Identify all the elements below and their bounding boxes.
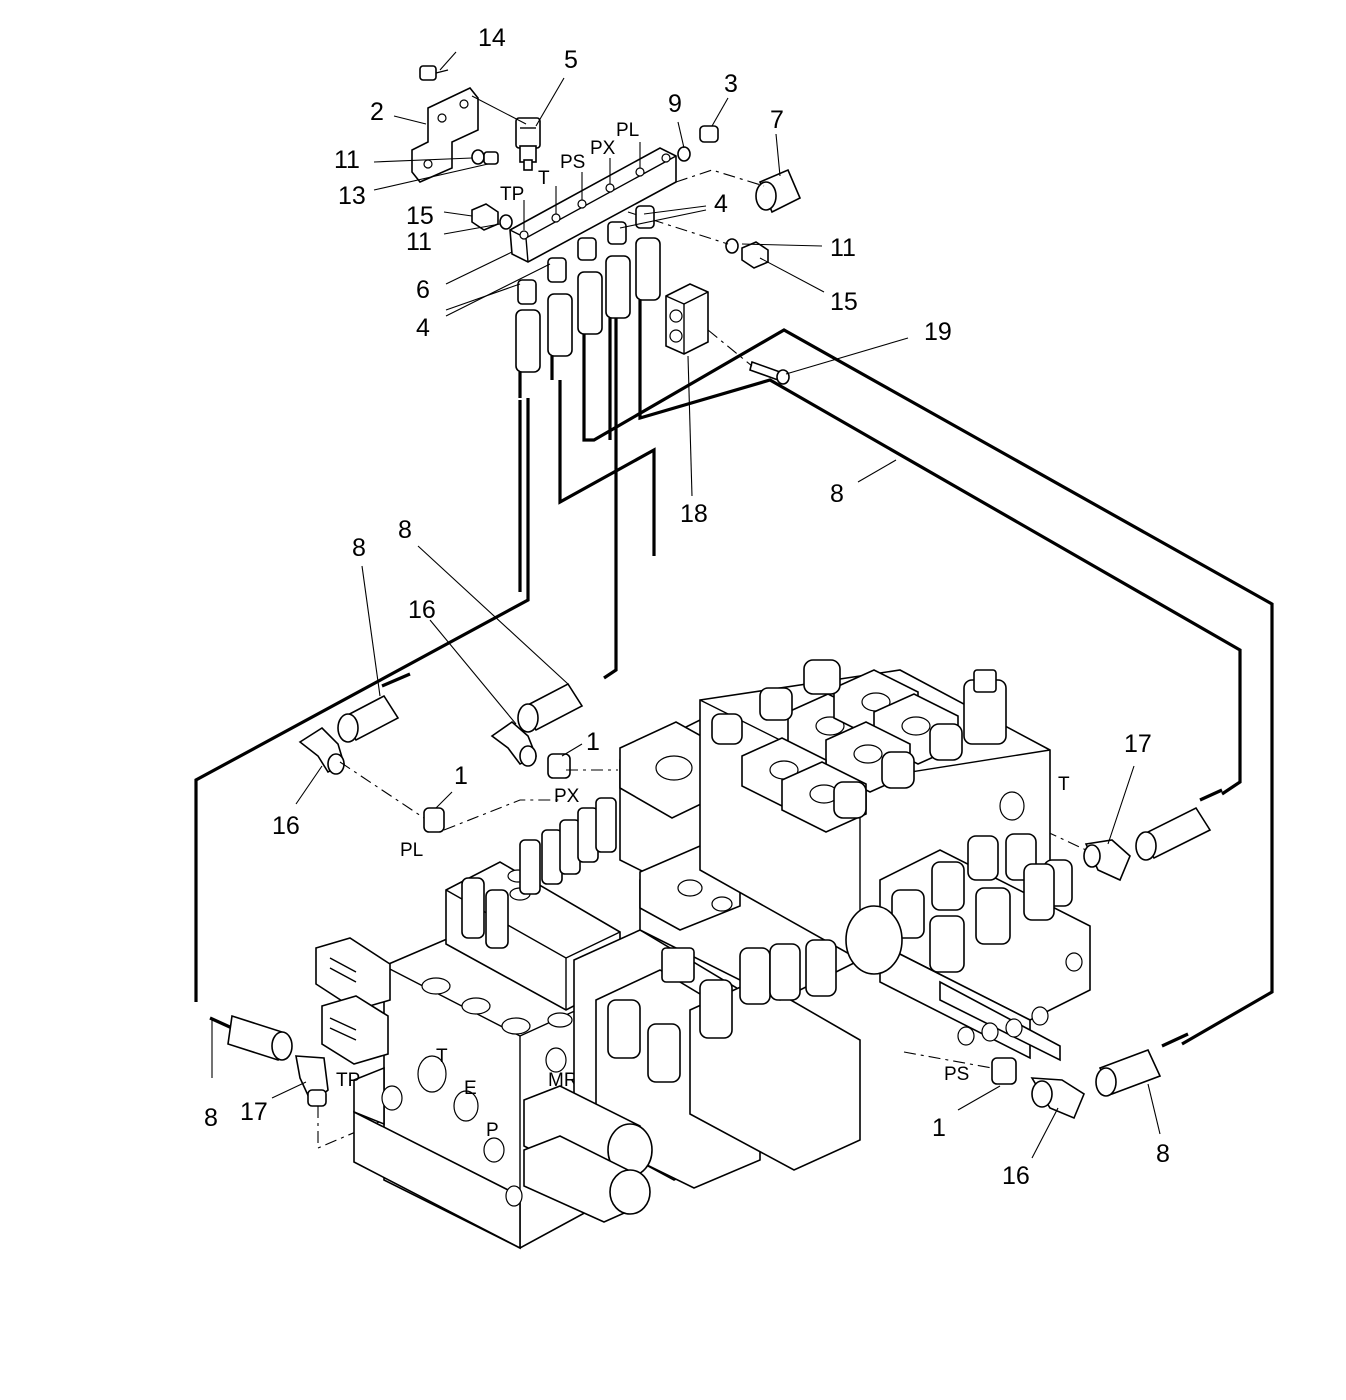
callout-16-bottom-right: 16 bbox=[1002, 1162, 1030, 1190]
callout-4-right: 4 bbox=[714, 190, 728, 218]
callout-14: 14 bbox=[478, 24, 506, 52]
callout-15-left: 15 bbox=[406, 202, 434, 230]
callout-13: 13 bbox=[338, 182, 366, 210]
pressure-switch bbox=[515, 117, 541, 171]
port-label-tp-bottom: TP bbox=[336, 1070, 360, 1091]
port-label-px-mid: PX bbox=[554, 786, 580, 807]
hose-end-fittings bbox=[515, 237, 661, 373]
callout-8-right-upper: 8 bbox=[830, 480, 844, 508]
front-solenoid-coils bbox=[607, 905, 903, 1083]
callout-17-bottom-left: 17 bbox=[240, 1098, 268, 1126]
marking-port-e: E bbox=[464, 1078, 477, 1099]
adapter-fittings bbox=[517, 205, 655, 305]
marking-port-p: P bbox=[486, 1120, 499, 1141]
callout-8-center-upper: 8 bbox=[398, 516, 412, 544]
hydraulic-hoses bbox=[194, 300, 1274, 1048]
callout-5: 5 bbox=[564, 46, 578, 74]
callout-19: 19 bbox=[924, 318, 952, 346]
screw-14 bbox=[419, 65, 449, 81]
port-label-tp-top: TP bbox=[500, 184, 524, 205]
port-labels: PL PX PS T TP PX PL T TP PS bbox=[336, 120, 1070, 1091]
callout-7: 7 bbox=[770, 106, 784, 134]
callout-15-right: 15 bbox=[830, 288, 858, 316]
port-label-t-top: T bbox=[538, 168, 550, 189]
callout-9: 9 bbox=[668, 90, 682, 118]
leader-lines bbox=[211, 51, 1161, 1159]
hose-clamp bbox=[665, 283, 709, 355]
callout-1-pl: 1 bbox=[454, 762, 468, 790]
port-label-pl-top: PL bbox=[616, 120, 639, 141]
port-label-t-right: T bbox=[1058, 774, 1070, 795]
callout-18: 18 bbox=[680, 500, 708, 528]
callout-6: 6 bbox=[416, 276, 430, 304]
callout-4-left: 4 bbox=[416, 314, 430, 342]
callout-2: 2 bbox=[370, 98, 384, 126]
marking-port-mr: MR bbox=[548, 1070, 578, 1091]
callout-16-center: 16 bbox=[408, 596, 436, 624]
port-label-ps-bottom: PS bbox=[944, 1064, 969, 1085]
callout-1-px: 1 bbox=[586, 728, 600, 756]
callout-8-bottom-right: 8 bbox=[1156, 1140, 1170, 1168]
callout-3: 3 bbox=[724, 70, 738, 98]
callout-11-right: 11 bbox=[830, 234, 856, 262]
cap-plug bbox=[755, 168, 802, 214]
mounting-bracket bbox=[411, 87, 479, 183]
callout-17-right: 17 bbox=[1124, 730, 1152, 758]
callout-11-top: 11 bbox=[334, 146, 360, 174]
callout-16-left: 16 bbox=[272, 812, 300, 840]
marking-port-t: T bbox=[436, 1046, 448, 1067]
callout-8-bottom-left: 8 bbox=[204, 1104, 218, 1132]
port-label-ps-top: PS bbox=[560, 152, 585, 173]
main-control-valve-block: T E P MR bbox=[315, 659, 1091, 1250]
port-label-pl-mid: PL bbox=[400, 840, 423, 861]
callout-11-left: 11 bbox=[406, 228, 432, 256]
pilot-manifold-assembly bbox=[411, 65, 802, 385]
valve-caps bbox=[711, 659, 963, 819]
callout-1-ps: 1 bbox=[932, 1114, 946, 1142]
port-label-px-top: PX bbox=[590, 138, 616, 159]
callout-numbers: 14 5 2 9 3 7 11 13 15 4 11 11 6 15 4 19 … bbox=[204, 24, 1170, 1190]
callout-8-left-upper: 8 bbox=[352, 534, 366, 562]
solenoid-coils bbox=[891, 833, 1073, 973]
hose-fittings bbox=[227, 682, 1212, 1120]
